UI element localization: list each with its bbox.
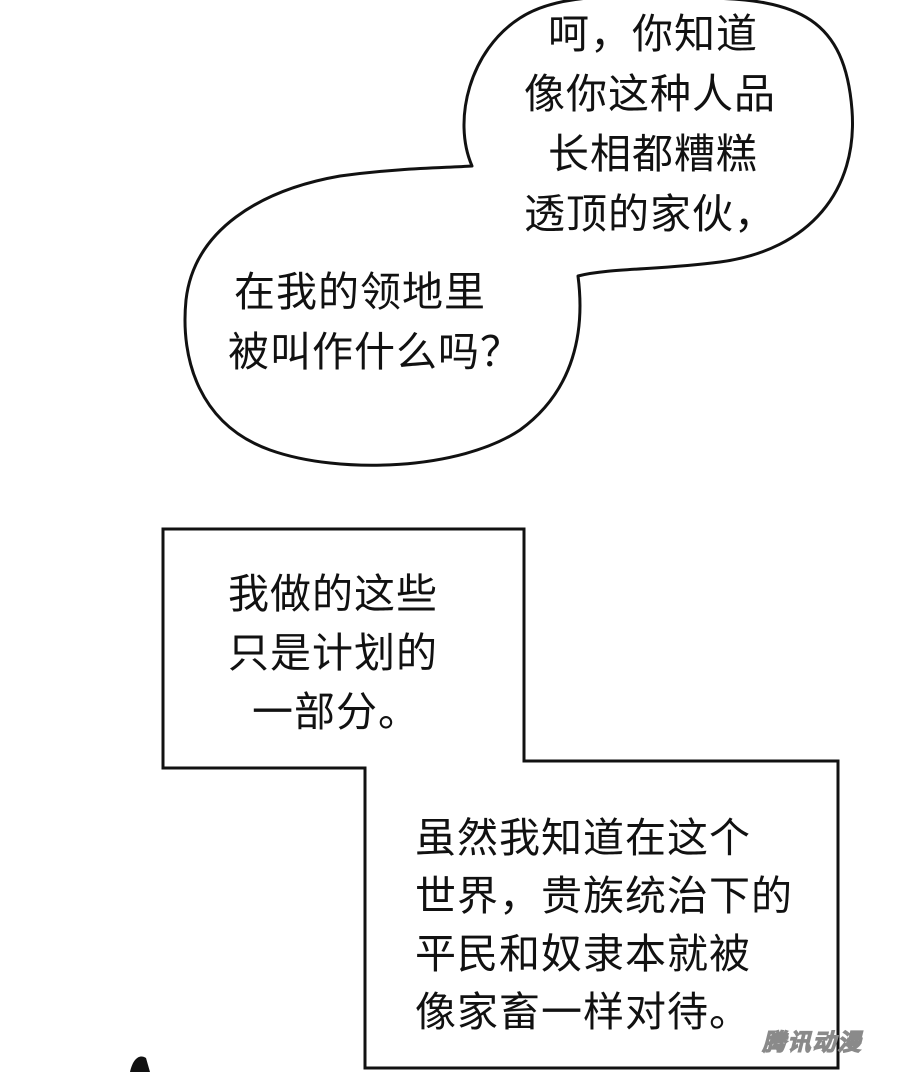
bubble-line-4: 透顶的家伙， <box>524 190 776 238</box>
ink-mark <box>130 1056 150 1072</box>
bubble-line-6: 被叫作什么吗？ <box>228 328 522 376</box>
caption-bottom-line-3: 平民和奴隶本就被 <box>415 930 751 978</box>
caption-bottom-line-1: 虽然我知道在这个 <box>415 814 751 862</box>
bubble-line-1: 呵，你知道 <box>548 10 758 58</box>
speech-bubble <box>183 0 854 467</box>
caption-top-line-3: 一部分。 <box>252 688 420 736</box>
caption-bottom-line-4: 像家畜一样对待。 <box>415 988 751 1036</box>
caption-box <box>161 527 840 1070</box>
bubble-line-3: 长相都糟糕 <box>548 130 758 178</box>
caption-bottom-line-2: 世界，贵族统治下的 <box>415 872 793 920</box>
bubble-line-2: 像你这种人品 <box>524 70 776 118</box>
bubble-line-5: 在我的领地里 <box>234 268 486 316</box>
caption-top-line-1: 我做的这些 <box>228 570 438 618</box>
watermark-logo: 腾讯动漫 <box>762 1029 863 1056</box>
caption-top-line-2: 只是计划的 <box>228 629 438 677</box>
